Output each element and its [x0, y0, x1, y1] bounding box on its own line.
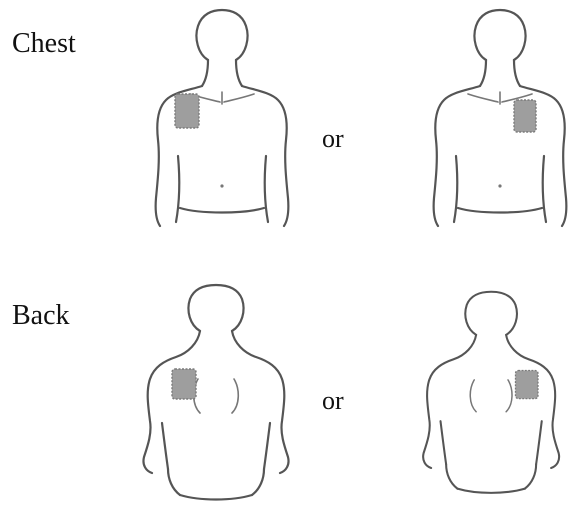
- or-text-chest: or: [322, 126, 344, 152]
- back-torso-svg: [138, 283, 298, 503]
- row-label-back: Back: [12, 302, 70, 330]
- back-torso-svg: [418, 283, 568, 503]
- front-torso-figure-patch-left-chest: [428, 8, 569, 238]
- patch-marker: [516, 371, 539, 399]
- front-torso-figure-patch-right-chest: [150, 8, 295, 238]
- patch-marker: [172, 369, 196, 399]
- front-torso-svg: [150, 8, 295, 233]
- front-torso-svg: [428, 8, 569, 233]
- row-label-chest: Chest: [12, 30, 76, 58]
- patch-marker: [514, 100, 536, 132]
- back-torso-figure-patch-right: [418, 283, 568, 508]
- patch-marker: [175, 94, 199, 128]
- or-text-back: or: [322, 388, 344, 414]
- back-torso-figure-patch-left: [138, 283, 298, 508]
